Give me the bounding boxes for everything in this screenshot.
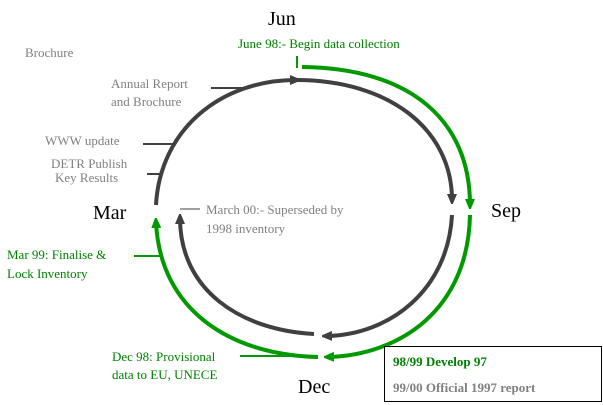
dark-arc-mar-jun bbox=[154, 80, 296, 206]
month-dec: Dec bbox=[298, 376, 331, 398]
label-mar99-1: Mar 99: Finalise & bbox=[7, 247, 107, 262]
month-jun: Jun bbox=[268, 8, 296, 30]
label-detr-2: Key Results bbox=[55, 170, 119, 185]
label-www-update: WWW update bbox=[45, 133, 120, 148]
dark-arc-dec-mar bbox=[180, 218, 315, 336]
legend-box: 98/99 Develop 97 99/00 Official 1997 rep… bbox=[384, 346, 602, 402]
month-sep: Sep bbox=[491, 200, 521, 222]
label-march00-1: March 00:- Superseded by bbox=[206, 202, 344, 217]
label-march00-2: 1998 inventory bbox=[206, 221, 286, 236]
green-arc-sep-dec bbox=[328, 214, 472, 357]
month-mar: Mar bbox=[93, 202, 127, 224]
label-mar99-2: Lock Inventory bbox=[7, 266, 88, 281]
dark-arc-sep-dec bbox=[326, 214, 454, 336]
label-annual-report-1: Annual Report bbox=[111, 76, 188, 91]
label-detr-1: DETR Publish bbox=[51, 156, 128, 171]
legend-official: 99/00 Official 1997 report bbox=[393, 380, 536, 395]
legend-develop: 98/99 Develop 97 bbox=[393, 354, 487, 369]
label-annual-report-2: and Brochure bbox=[111, 94, 182, 109]
label-dec98-2: data to EU, UNECE bbox=[112, 367, 218, 382]
label-dec98-1: Dec 98: Provisional bbox=[112, 349, 216, 364]
label-brochure: Brochure bbox=[25, 45, 74, 60]
green-arc-dec-mar bbox=[156, 222, 319, 359]
dark-arc-jun-sep bbox=[295, 78, 452, 200]
label-june98: June 98:- Begin data collection bbox=[238, 36, 400, 51]
green-arc-jun-sep bbox=[301, 65, 470, 205]
